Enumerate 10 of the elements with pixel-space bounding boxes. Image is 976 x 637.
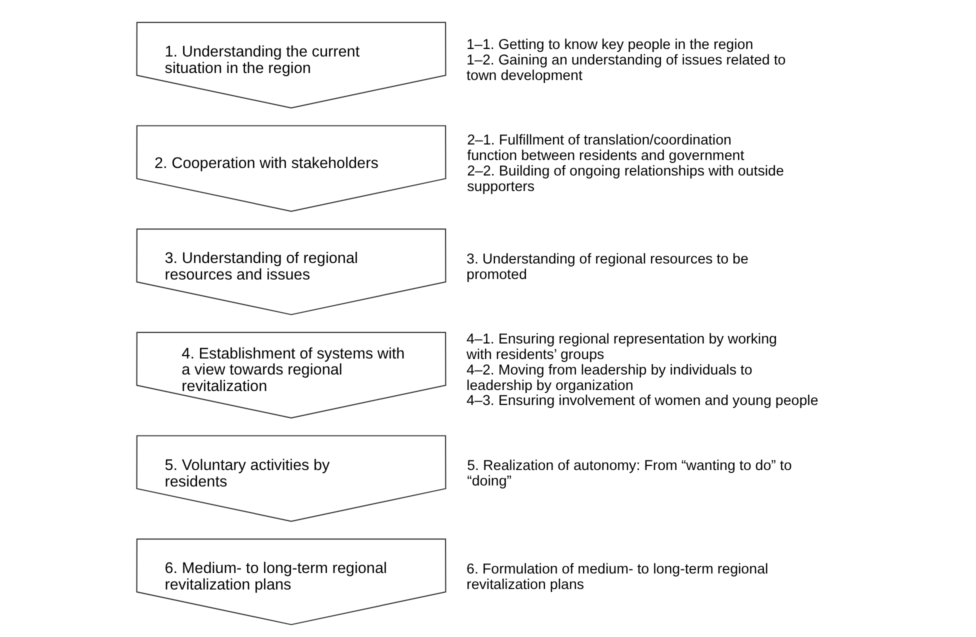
node-label: 3. Understanding of regional resources to be promoted — [466, 250, 748, 282]
node-label: 6. Formulation of medium- to long-term regional revitalization plans — [466, 560, 768, 592]
node-label: 1–2. Gaining an understanding of issues related to town development — [466, 52, 786, 84]
node-label: 1–1. Getting to know key people in the region — [466, 36, 754, 53]
node-label: 4–1. Ensuring regional representation by working with residents’ groups — [466, 331, 777, 363]
node-label: 2–2. Building of ongoing relationships with outside supporters — [467, 162, 784, 194]
node-label: 2–1. Fulfillment of translation/coordination function between residents and government — [467, 132, 744, 164]
node-label: 4–3. Ensuring involvement of women and young people — [466, 392, 818, 409]
node-label: 5. Realization of autonomy: From “wanting to do” to “doing” — [467, 458, 792, 489]
node-label: 4–2. Moving from leadership by individuals to leadership by organization — [466, 362, 752, 394]
